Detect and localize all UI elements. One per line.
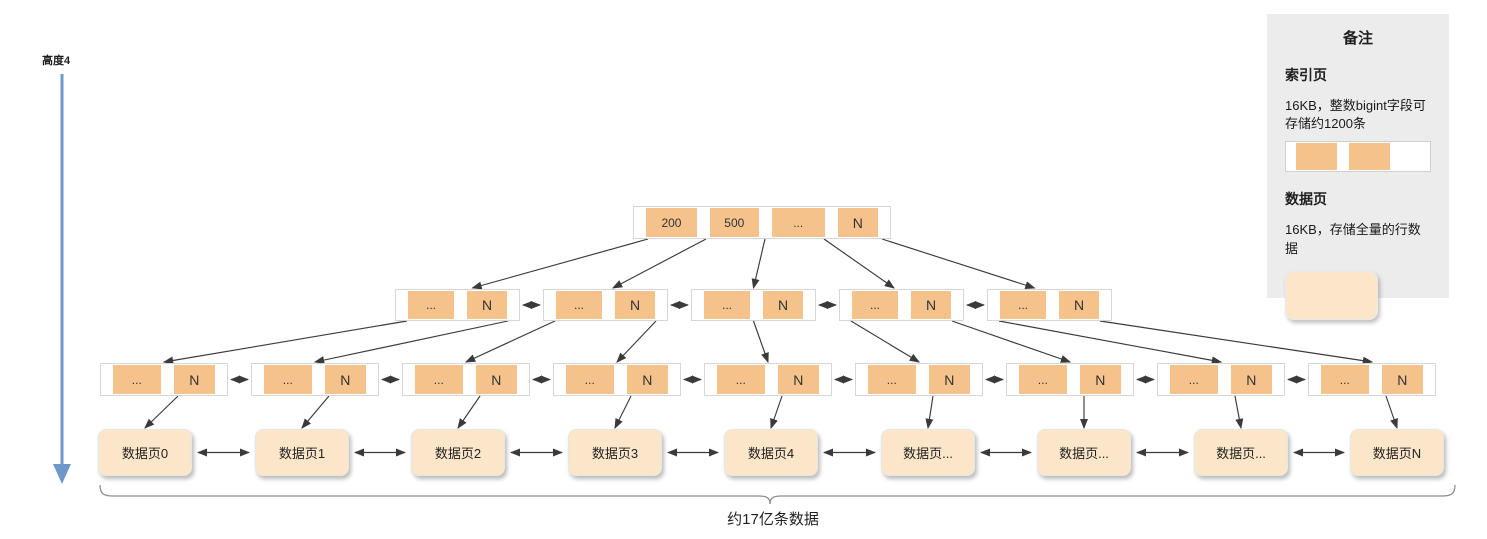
key-cell: N bbox=[1381, 365, 1423, 394]
key-cell: ... bbox=[415, 365, 463, 394]
index-node-l3-6: ... N bbox=[1006, 363, 1134, 396]
key-cell: N bbox=[467, 291, 507, 319]
data-page-6: 数据页... bbox=[1037, 429, 1131, 476]
key-cell: ... bbox=[566, 365, 614, 394]
key-cell: ... bbox=[868, 365, 916, 394]
key-cell: ... bbox=[264, 365, 312, 394]
key-cell: N bbox=[615, 291, 655, 319]
key-cell: N bbox=[173, 365, 215, 394]
key-cell: N bbox=[626, 365, 668, 394]
key-cell: N bbox=[324, 365, 366, 394]
key-cell: ... bbox=[771, 208, 825, 237]
legend-index-key-cell bbox=[1349, 143, 1390, 171]
legend-data-page-sample bbox=[1285, 270, 1378, 320]
index-node-l2-2: ... N bbox=[691, 289, 816, 321]
legend-title: 备注 bbox=[1342, 30, 1373, 47]
key-cell: N bbox=[1079, 365, 1121, 394]
key-cell: 500 bbox=[709, 208, 759, 237]
index-node-l2-0: ... N bbox=[395, 289, 520, 321]
key-cell: N bbox=[1059, 291, 1099, 319]
index-node-l3-2: ... N bbox=[402, 363, 530, 396]
legend-panel: 备注 索引页 16KB，整数bigint字段可存储约1200条 数据页 16KB… bbox=[1267, 14, 1449, 320]
legend-data-page-desc: 16KB，存储全量的行数据 bbox=[1285, 222, 1421, 256]
legend-data-page-heading: 数据页 bbox=[1285, 191, 1327, 208]
data-page-2: 数据页2 bbox=[411, 429, 505, 476]
legend-index-page-sample bbox=[1285, 141, 1431, 173]
key-cell: ... bbox=[852, 291, 898, 319]
legend-index-key-cell bbox=[1296, 143, 1337, 171]
data-page-4: 数据页4 bbox=[724, 429, 818, 476]
legend-index-page-heading: 索引页 bbox=[1285, 67, 1327, 83]
key-cell: ... bbox=[1000, 291, 1046, 319]
data-page-5: 数据页... bbox=[881, 429, 975, 476]
data-page-1: 数据页1 bbox=[255, 429, 349, 476]
root-index-node: 200 500... N bbox=[633, 206, 891, 239]
key-cell: N bbox=[475, 365, 517, 394]
index-node-l3-7: ... N bbox=[1157, 363, 1285, 396]
index-node-l2-3: ... N bbox=[839, 289, 964, 321]
index-node-l3-1: ... N bbox=[251, 363, 379, 396]
data-page-0: 数据页0 bbox=[98, 429, 192, 476]
key-cell: 200 bbox=[646, 208, 697, 237]
key-cell: N bbox=[763, 291, 803, 319]
key-cell: ... bbox=[1170, 365, 1218, 394]
index-node-l2-1: ... N bbox=[543, 289, 668, 321]
key-cell: N bbox=[777, 365, 819, 394]
index-node-l2-4: ... N bbox=[987, 289, 1112, 321]
key-cell: ... bbox=[113, 365, 161, 394]
data-page-7: 数据页... bbox=[1194, 429, 1288, 476]
index-node-l3-8: ... N bbox=[1308, 363, 1436, 396]
key-cell: N bbox=[928, 365, 970, 394]
legend-index-page-desc: 16KB，整数bigint字段可存储约1200条 bbox=[1285, 98, 1426, 132]
key-cell: ... bbox=[704, 291, 750, 319]
key-cell: ... bbox=[1321, 365, 1369, 394]
index-node-l3-0: ... N bbox=[100, 363, 228, 396]
key-cell: ... bbox=[408, 291, 454, 319]
key-cell: N bbox=[1230, 365, 1272, 394]
key-cell: N bbox=[837, 208, 878, 237]
index-node-l3-3: ... N bbox=[553, 363, 681, 396]
key-cell: ... bbox=[556, 291, 602, 319]
key-cell: N bbox=[911, 291, 951, 319]
data-page-8: 数据页N bbox=[1350, 429, 1444, 476]
key-cell: ... bbox=[717, 365, 765, 394]
index-node-l3-4: ... N bbox=[704, 363, 832, 396]
total-rows-label: 约17亿条数据 bbox=[727, 511, 819, 528]
tree-height-label: 高度4 bbox=[42, 55, 71, 67]
key-cell: ... bbox=[1019, 365, 1067, 394]
index-node-l3-5: ... N bbox=[855, 363, 983, 396]
data-page-3: 数据页3 bbox=[568, 429, 662, 476]
